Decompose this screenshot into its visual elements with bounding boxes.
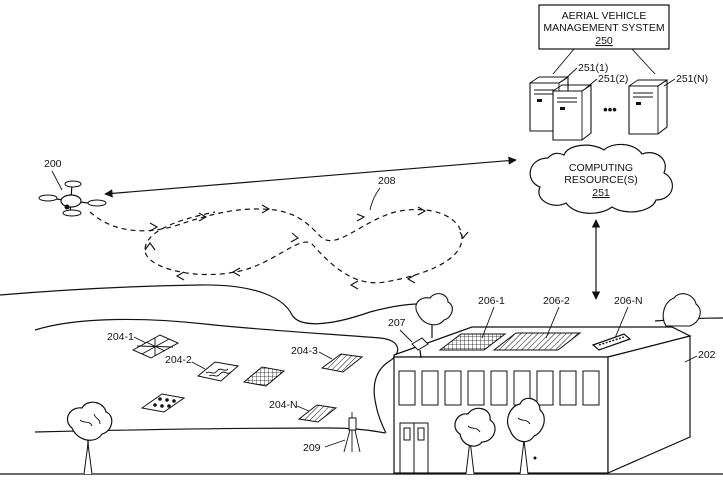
roof-1-leader	[481, 306, 495, 339]
route-direction-arrows	[144, 204, 469, 290]
building-label: 202	[698, 349, 716, 361]
system-connector-right	[631, 48, 656, 75]
system-connector-left	[552, 48, 575, 75]
roof-panel-206-n	[591, 333, 632, 351]
building-door	[399, 422, 429, 474]
tree-icon-left	[67, 401, 113, 475]
server-1-label: 251(1)	[578, 62, 608, 74]
tripod-sensor-icon	[343, 412, 361, 453]
server-n-icon	[628, 78, 668, 135]
ground-n-leader	[296, 405, 310, 412]
field-boundary-line	[34, 318, 399, 434]
server-ellipsis: •••	[603, 102, 617, 117]
server-n-label: 251(N)	[676, 73, 708, 85]
cloud-line1: COMPUTING	[569, 162, 633, 174]
flight-route-path	[89, 208, 463, 284]
ground-3-leader	[318, 351, 333, 360]
roof-2-leader	[545, 306, 560, 339]
uav-cloud-link-arrow	[104, 156, 517, 198]
management-system-box: AERIAL VEHICLE MANAGEMENT SYSTEM 250	[538, 4, 670, 50]
computing-cloud-shape	[529, 143, 673, 214]
system-ref: 250	[595, 35, 613, 47]
ground-3-label: 204-3	[291, 345, 318, 357]
server-2-icon	[552, 83, 592, 141]
sensor-mast-leader	[399, 329, 413, 343]
route-leader	[369, 187, 381, 211]
server-1-leader	[563, 67, 578, 81]
ground-2-label: 204-2	[165, 354, 192, 366]
roof-n-label: 206-N	[614, 295, 643, 307]
ground-panel-204-n	[297, 404, 338, 423]
uav-label: 200	[44, 158, 62, 170]
tree-icon-hill	[415, 293, 453, 338]
building-leader	[684, 355, 698, 363]
far-hill-line	[0, 284, 441, 325]
roof-panel-206-2	[492, 332, 582, 351]
ground-2-leader	[191, 361, 206, 370]
cloud-line2: RESOURCE(S)	[564, 174, 638, 186]
ground-n-label: 204-N	[269, 399, 298, 411]
cloud-ref: 251	[592, 187, 610, 199]
ground-panel-204-2	[196, 361, 240, 382]
ground-grid-panel	[242, 366, 286, 387]
uav-leader	[51, 170, 63, 191]
roof-1-label: 206-1	[478, 295, 505, 307]
tree-icon-building-right	[662, 293, 701, 327]
tree-icon-front-2	[507, 397, 545, 475]
tripod-label: 209	[303, 442, 321, 454]
uav-drone-icon	[38, 180, 107, 217]
server-2-label: 251(2)	[598, 73, 628, 85]
system-title-line1: AERIAL VEHICLE	[562, 10, 647, 22]
sensor-mast-icon	[411, 337, 429, 359]
ground-1-leader	[133, 336, 147, 344]
roof-panel-206-1	[438, 333, 507, 351]
server-2-leader	[585, 78, 598, 89]
route-label: 208	[378, 175, 396, 187]
ground-panel-204-1	[131, 334, 180, 359]
server-n-leader	[663, 78, 676, 87]
ground-dots-panel	[140, 393, 186, 413]
roof-n-leader	[614, 306, 629, 339]
ground-panel-204-3	[320, 353, 364, 373]
system-title-line2: MANAGEMENT SYSTEM	[543, 22, 664, 34]
roof-2-label: 206-2	[543, 295, 570, 307]
ground-1-label: 204-1	[107, 331, 134, 343]
tripod-leader	[324, 439, 346, 448]
sensor-mast-label: 207	[388, 317, 406, 329]
tree-icon-front-1	[454, 407, 496, 475]
building-windows	[398, 370, 600, 406]
